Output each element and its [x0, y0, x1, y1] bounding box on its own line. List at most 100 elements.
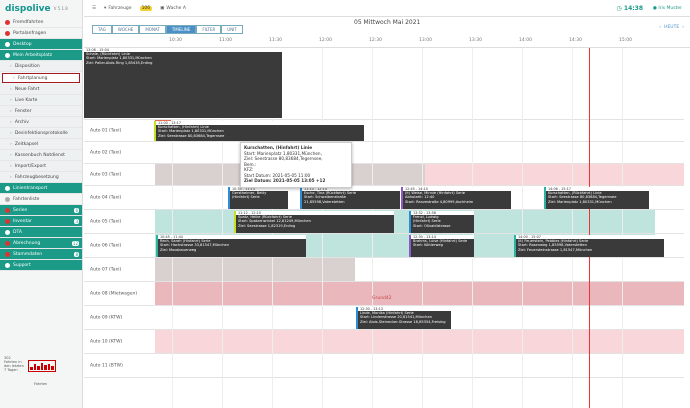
timeline-grid[interactable]: Auto 11 (BTW) Auto 10 (KTW) Auto 09 (KTW) A… [84, 48, 684, 408]
view-tab-5[interactable]: UNIT [221, 25, 243, 34]
availability-block [155, 258, 355, 281]
sidebar-item-label: DTA [13, 229, 22, 235]
trip-time: 10:35 - 11:13 [230, 187, 288, 191]
trip-line: Ziel: Marienplatz 1,80331,München [548, 199, 612, 204]
sidebar-item-16[interactable]: Fahrtenliste [0, 194, 82, 205]
sidebar-item-5[interactable]: ›Fahrtplanung [2, 73, 80, 83]
count-badge: 3 [74, 218, 79, 224]
user-icon: ● [652, 5, 657, 11]
trip-tooltip: Kurschatten, (Hinfahrt) Linie Start: Mar… [240, 142, 352, 188]
sidebar-item-label: Support [13, 262, 31, 268]
sidebar-item-label: Serien [13, 207, 28, 213]
vehicle-row[interactable]: Auto 06 (Taxi) [84, 234, 684, 258]
sidebar-item-4[interactable]: ›Disposition [0, 61, 82, 72]
menu-item-icon [5, 251, 10, 257]
clock-icon: ◷ [616, 4, 622, 12]
sidebar-item-0[interactable]: Fremdfahrten [0, 17, 82, 28]
view-tab-3[interactable]: TIMELINE [165, 25, 197, 34]
stats-text: Fahrten in den letzten 7 Tagen [4, 360, 24, 372]
availability-block [155, 210, 655, 233]
sidebar-item-13[interactable]: ›Import/Export [0, 161, 82, 172]
view-tab-1[interactable]: WOCHE [111, 25, 140, 34]
trip-line: Start: Olivaldistrasse [413, 223, 451, 228]
vehicles-filter[interactable]: ▾Fahrzeuge [104, 5, 132, 11]
trip-event[interactable]: 14:00 - 15:07(it) Feuerstein, Pebbles (H… [514, 235, 664, 257]
trip-event[interactable]: 12:45 - 14:10(it) Weise, Minnie (Hinfahr… [401, 187, 511, 209]
sidebar-item-3[interactable]: Mein Arbeitsplatz [0, 50, 82, 61]
trip-line: Start: Spatzenwinkel 12,81249,München [238, 219, 311, 224]
time-tick: 15:00 [619, 38, 632, 43]
sidebar-item-8[interactable]: ›Fenster [0, 106, 82, 117]
chevron-right-icon: › [10, 130, 12, 136]
vehicle-row[interactable]: Auto 11 (BTW) [84, 354, 684, 378]
stats-bar-chart [28, 360, 56, 372]
car-icon: ▾ [104, 5, 107, 11]
vehicle-row[interactable]: Auto 09 (KTW) [84, 306, 684, 330]
trip-time: 12:30 - 13:13 [358, 307, 451, 311]
prev-day-button[interactable]: ‹ [659, 25, 662, 30]
sidebar-item-1[interactable]: Portalanfragen [0, 28, 82, 39]
vehicle-row[interactable]: Auto 01 (Taxi) [84, 120, 684, 142]
vehicle-row[interactable]: Auto 04 (Taxi) [84, 186, 684, 210]
view-tab-4[interactable]: FILTER [196, 25, 222, 34]
view-tab-2[interactable]: MONAT [139, 25, 166, 34]
time-tick: 11:00 [219, 38, 232, 43]
sidebar-item-17[interactable]: Serien 6 [0, 205, 82, 216]
vehicle-row[interactable]: Auto 05 (Taxi) [84, 210, 684, 234]
next-day-button[interactable]: › [682, 25, 684, 30]
sidebar-item-11[interactable]: ›Zeitkapsel [0, 139, 82, 150]
sidebar-item-9[interactable]: ›Archiv [0, 117, 82, 128]
vehicle-row[interactable]: Auto 07 (Taxi) [84, 258, 684, 282]
trip-line: Ziel: Paller-Alois-Ring 1,85435,Erding [86, 60, 153, 65]
sidebar-item-2[interactable]: Desktop [0, 39, 82, 50]
trip-line: (Hinfahrt) Serie [232, 195, 260, 200]
sidebar-item-7[interactable]: ›Live Karte [0, 95, 82, 106]
sidebar-item-10[interactable]: ›Desinfektionsprotokolle [0, 128, 82, 139]
vehicle-label: Auto 11 (BTW) [90, 363, 123, 368]
trip-time: 10:45 - 11:44 [158, 235, 306, 239]
sidebar-item-label: Mein Arbeitsplatz [13, 52, 53, 58]
vehicle-row[interactable]: Auto 10 (KTW) [84, 330, 684, 354]
vehicle-label: Auto 09 (KTW) [90, 315, 123, 320]
trip-line: Ziel: Feuersteinstrasse 1,81547,München [518, 247, 593, 252]
menu-item-icon [5, 30, 10, 36]
count-badge: 6 [74, 207, 79, 213]
badge-count[interactable]: 106 [139, 5, 153, 11]
sidebar-item-label: Live Karte [14, 97, 38, 103]
trip-line: (it) Weise, Minnie (Hinfahrt) Serie [405, 191, 466, 195]
vehicle-row[interactable]: Auto 02 (Taxi) [84, 142, 684, 164]
view-tab-0[interactable]: TAG [92, 25, 112, 34]
menu-item-icon [5, 207, 10, 213]
user-menu[interactable]: ● Iris Muster [652, 5, 682, 11]
trip-time: 14:00 - 15:07 [516, 235, 664, 239]
trip-line: Spatz, Heike (Rückfahrt) Serie [238, 215, 292, 219]
time-tick: 14:00 [519, 38, 532, 43]
today-button[interactable]: HEUTE [664, 25, 680, 30]
sidebar-item-12[interactable]: ›Kassenbuch Notdienst [0, 150, 82, 161]
sidebar-item-6[interactable]: ›Neue Fahrt [0, 84, 82, 95]
sidebar-item-22[interactable]: Support [0, 260, 82, 271]
station-selector[interactable]: ▣Wache A [160, 5, 186, 11]
trip-line: Esche, Tina (Rückfahrt) Serie [304, 191, 357, 195]
station-icon: ▣ [160, 5, 165, 11]
sidebar-item-15[interactable]: Linientransport [0, 183, 82, 194]
sidebar-item-19[interactable]: DTA [0, 227, 82, 238]
sidebar-item-14[interactable]: ›Fahrzeugbesetzung [0, 172, 82, 183]
menu-icon[interactable]: ☰ [92, 5, 97, 11]
grid-line [222, 48, 223, 408]
menu-item-icon [5, 262, 10, 268]
